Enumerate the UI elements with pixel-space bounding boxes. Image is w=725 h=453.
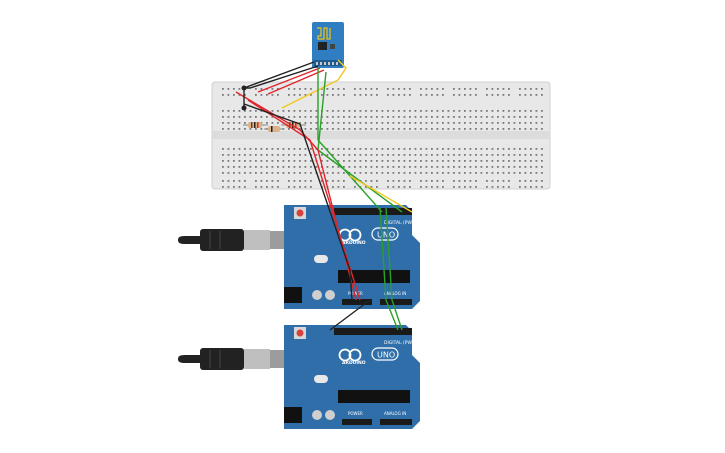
digital-header-label: DIGITAL (PWM~)	[384, 220, 422, 226]
power-label: POWER	[348, 291, 363, 296]
usb-cable-bottom[interactable]	[178, 348, 302, 370]
arduino-uno-top[interactable]: DIGITAL (PWM~) ARDUINO UNO POWER ANALOG …	[284, 205, 422, 309]
uno-logo-text: UNO	[377, 231, 395, 240]
wire-esp-red-2[interactable]	[267, 69, 325, 95]
arduino-brand: ARDUINO	[342, 360, 366, 366]
uno-logo-text: UNO	[377, 351, 395, 360]
esp-wifi-module[interactable]	[312, 22, 344, 68]
analog-label: ANALOG IN	[384, 411, 406, 416]
wire-black-arduino-link[interactable]	[329, 299, 371, 331]
junction-node	[241, 85, 247, 91]
wire-esp-green-1[interactable]	[317, 68, 383, 213]
wire-esp-to-breadboard-black[interactable]	[243, 61, 315, 89]
wire-green-arduino-top-bottom-1[interactable]	[385, 207, 403, 331]
analog-label: ANALOG IN	[384, 291, 406, 296]
wires	[235, 59, 413, 331]
resistor-3[interactable]	[264, 126, 284, 132]
digital-header-label: DIGITAL (PWM~)	[384, 340, 422, 346]
power-label: POWER	[348, 411, 363, 416]
arduino-brand: ARDUINO	[342, 240, 366, 246]
usb-cable-top[interactable]	[178, 229, 302, 251]
wire-yellow-arduino[interactable]	[349, 175, 413, 213]
resistor-1[interactable]	[243, 122, 268, 128]
breadboard[interactable]	[211, 81, 551, 190]
wire-esp-yellow[interactable]	[281, 59, 347, 109]
arduino-uno-bottom[interactable]: DIGITAL (PWM~) ARDUINO UNO POWER ANALOG …	[284, 325, 422, 429]
wire-green-arduino-top-bottom-2[interactable]	[379, 207, 399, 331]
wire-esp-red-1[interactable]	[257, 67, 321, 93]
junction-node	[241, 105, 247, 111]
wire-black-breadboard-arduino[interactable]	[243, 103, 353, 301]
